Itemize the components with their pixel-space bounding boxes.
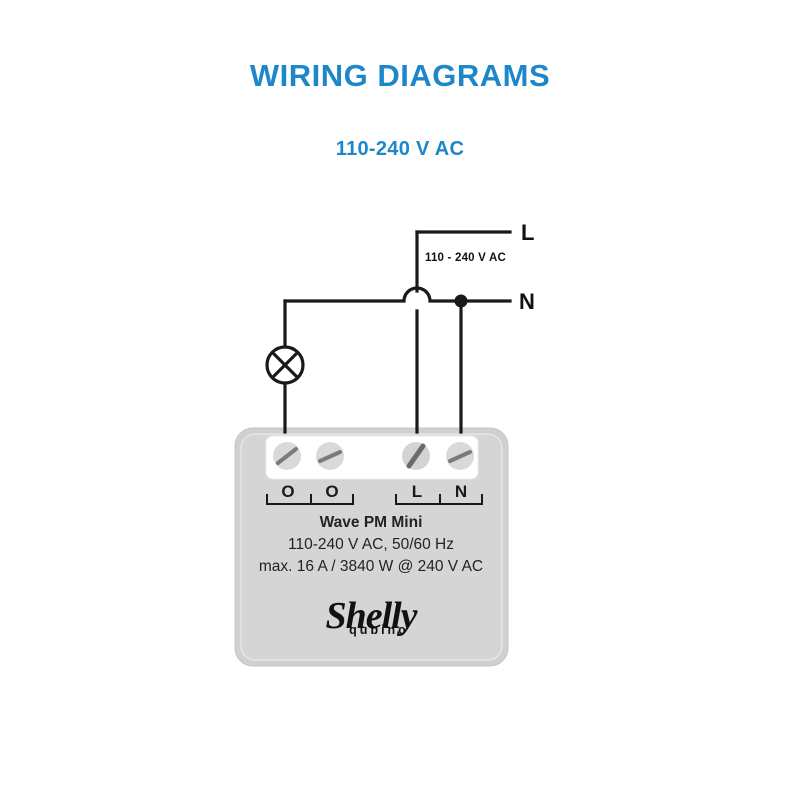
device-inner-face (240, 433, 503, 661)
junction-dot (454, 294, 468, 308)
supply-voltage-label: 110 - 240 V AC (425, 252, 507, 264)
device-model-text: Wave PM Mini (319, 514, 423, 531)
device-max-rating-text: max. 16 A / 3840 W @ 240 V AC (258, 558, 484, 575)
terminal-label-group-output: O O (266, 481, 354, 505)
terminal-label-o2: O (310, 481, 354, 505)
terminal-label-group-input: L N (395, 481, 483, 505)
device-voltage-rating-text: 110-240 V AC, 50/60 Hz (287, 536, 454, 553)
terminal-label-l: L (395, 481, 439, 505)
wire-end-label-line: L (521, 220, 535, 245)
device-body (234, 427, 509, 667)
screw-o1 (273, 442, 301, 470)
brand-logo-qubino: qubino (349, 623, 409, 637)
brand-logo-shelly: Shelly (325, 595, 417, 637)
wires (283, 230, 512, 434)
wire-neutral-horizontal-with-hop (283, 286, 512, 303)
screw-o2 (316, 442, 344, 470)
terminal-screws (273, 442, 474, 470)
page-title: WIRING DIAGRAMS (249, 58, 551, 93)
page-subtitle: 110-240 V AC (335, 138, 465, 160)
lamp-crossed-circle-icon (265, 345, 305, 385)
screw-l (402, 442, 430, 470)
terminal-label-o1: O (266, 481, 310, 505)
wire-end-label-neutral: N (519, 289, 535, 314)
terminal-label-n: N (439, 481, 483, 505)
screw-n (446, 442, 474, 470)
brand-logo: Shelly qubino (231, 595, 511, 637)
